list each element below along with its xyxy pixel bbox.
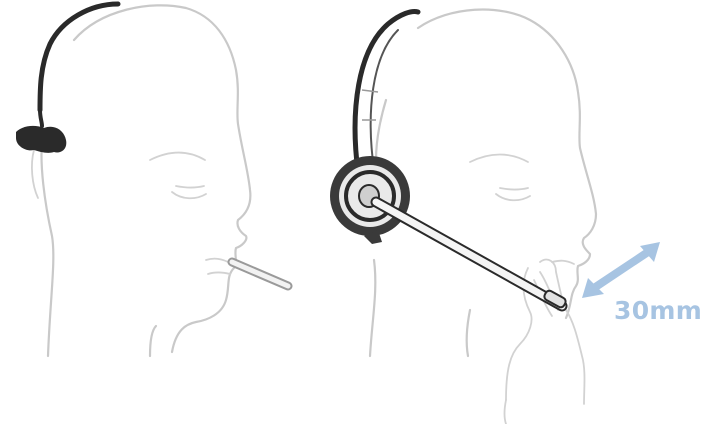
- distance-arrow: [582, 242, 660, 298]
- left-head-illustration: [32, 5, 250, 356]
- left-headset: [16, 4, 288, 286]
- distance-label: 30mm: [614, 296, 702, 325]
- right-headset: [330, 12, 567, 309]
- left-earpiece-clip-icon: [16, 126, 66, 153]
